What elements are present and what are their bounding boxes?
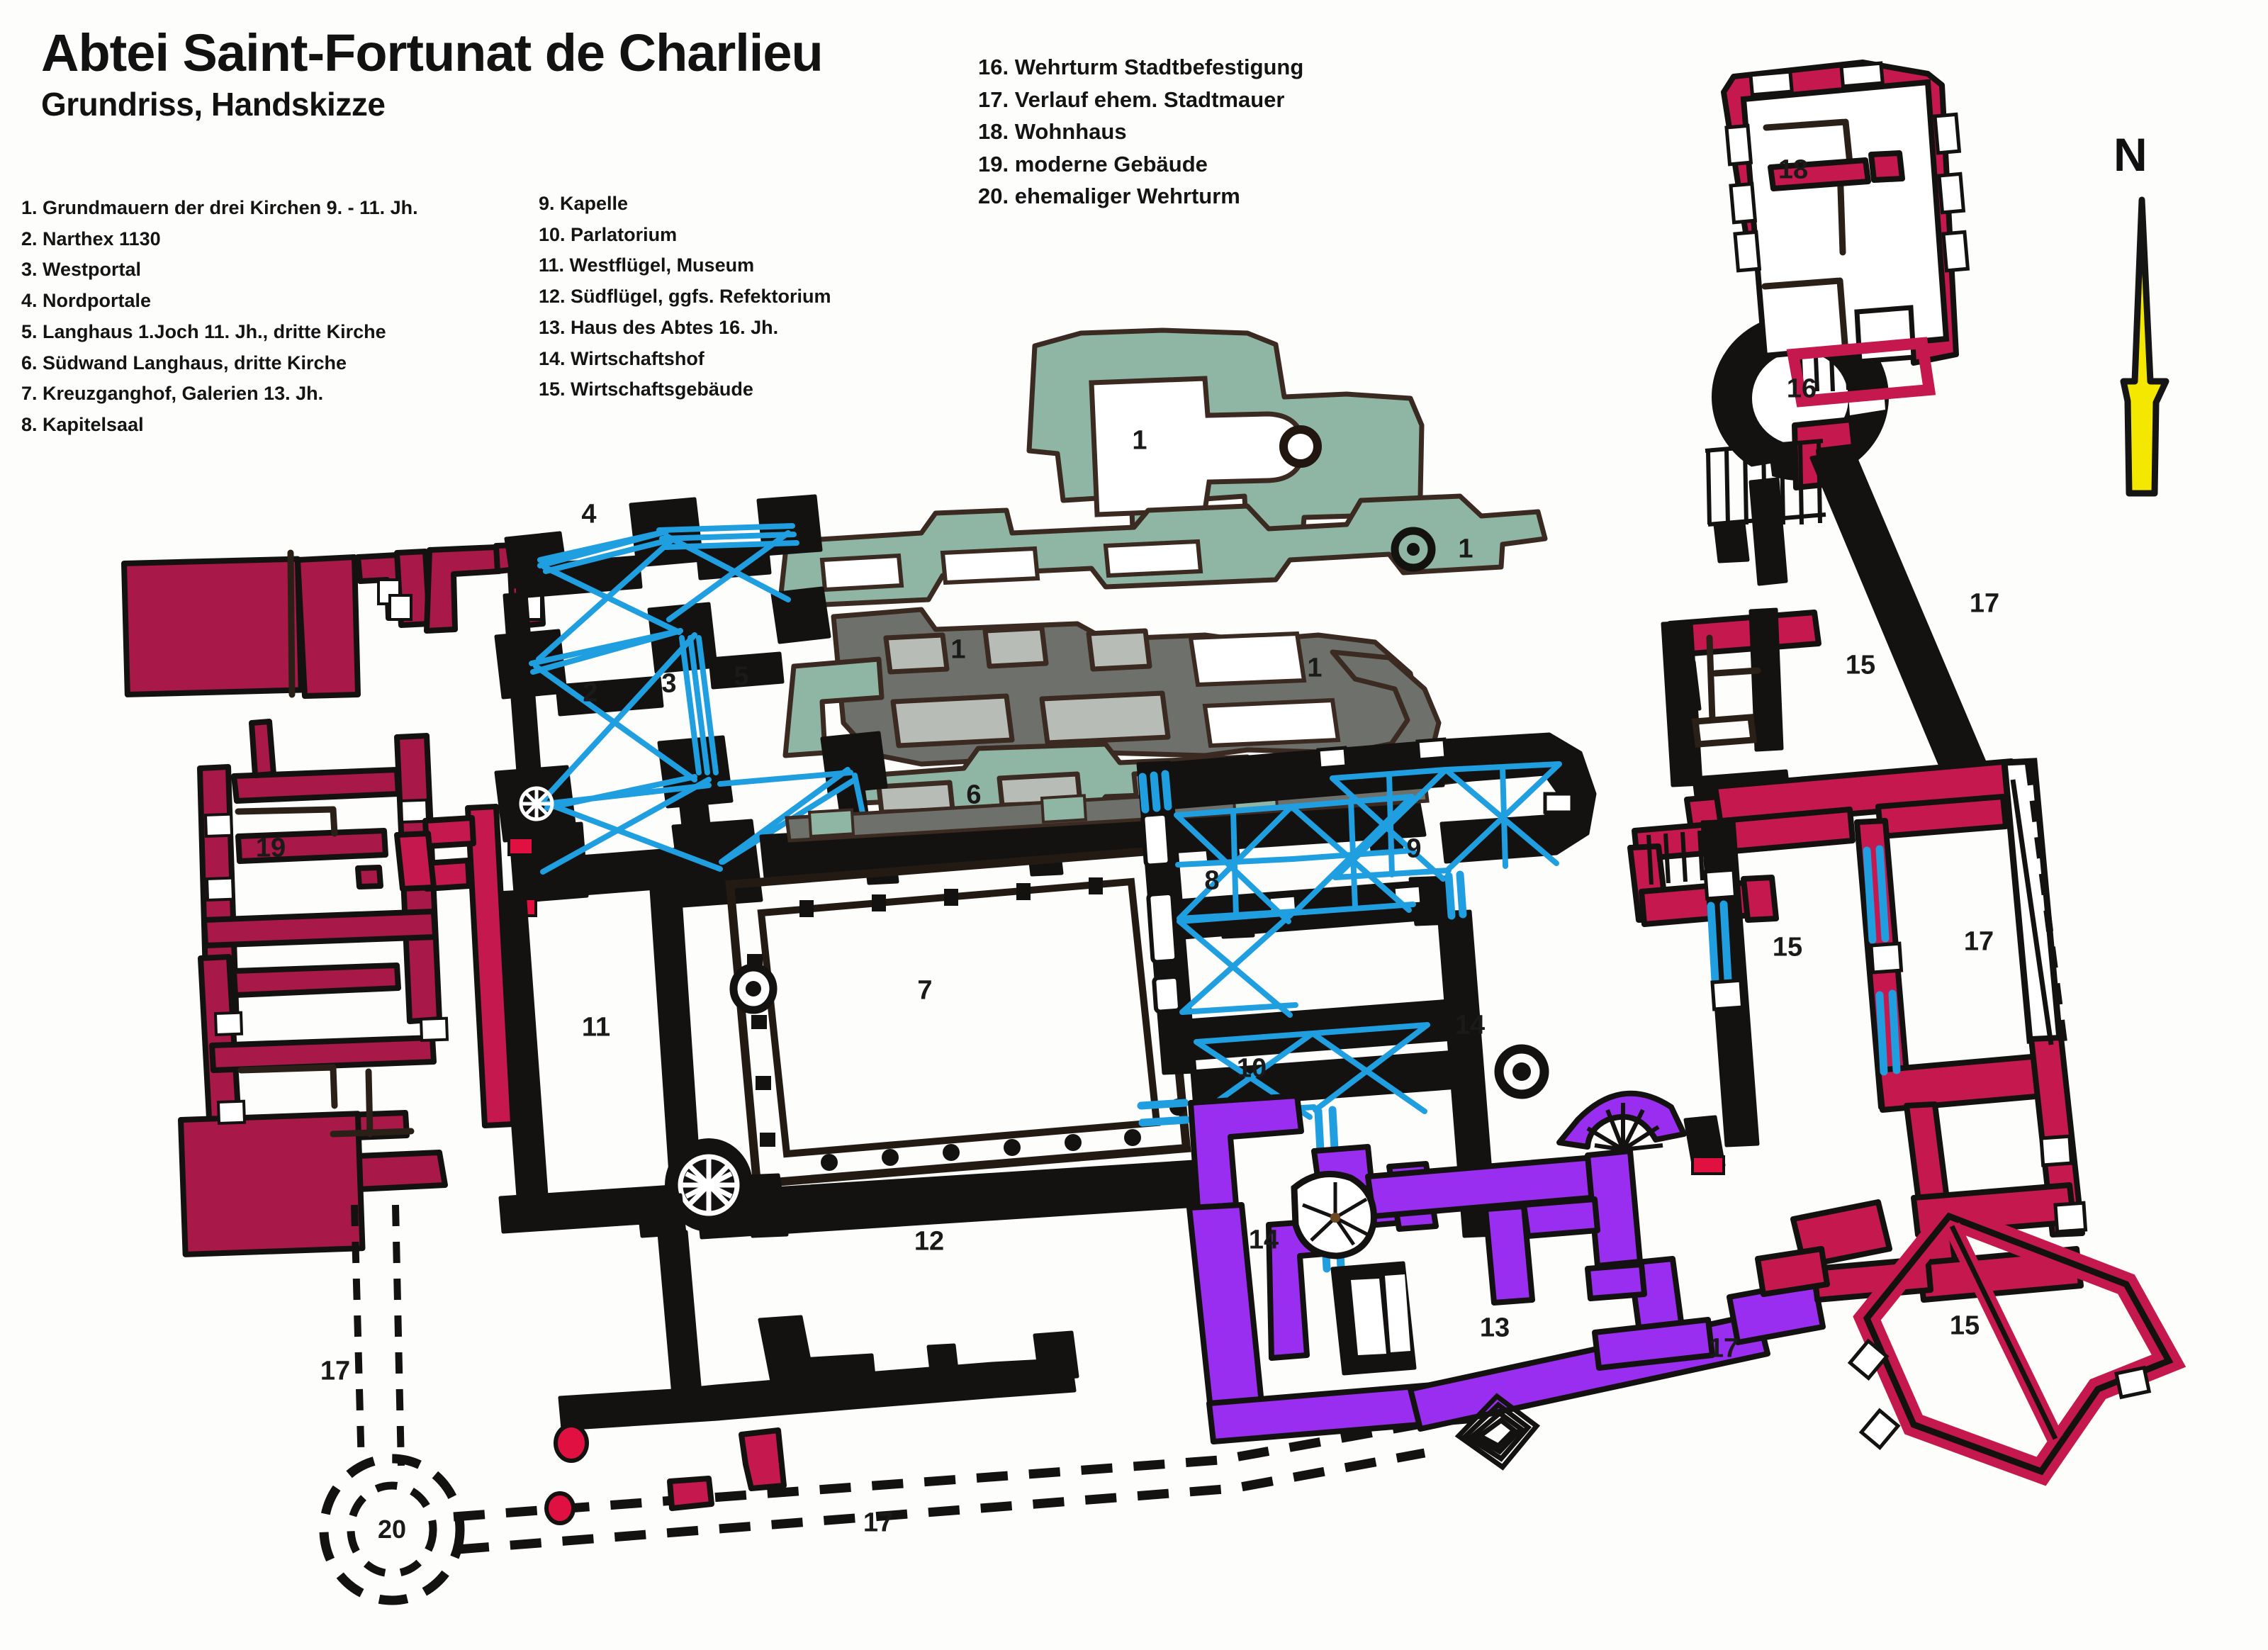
legend-item: 9. Kapelle <box>539 193 629 214</box>
plan-marker-8: 8 <box>1204 865 1220 896</box>
plan-marker-11: 11 <box>581 1012 611 1043</box>
tower-20-former-watchtower <box>319 1454 465 1605</box>
church-foundations-1 <box>777 327 1548 824</box>
plan-marker-10: 10 <box>1236 1053 1267 1084</box>
plan-marker-13: 13 <box>1479 1313 1510 1343</box>
legend-item: 8. Kapitelsaal <box>21 414 144 436</box>
page-title: Abtei Saint-Fortunat de Charlieu <box>41 23 824 82</box>
well-symbol-icon <box>729 963 777 1014</box>
plan-marker-17: 17 <box>863 1508 894 1538</box>
plan-marker-14: 14 <box>1454 1010 1486 1040</box>
cloister-court-7 <box>725 846 1191 1189</box>
legend-item: 6. Südwand Langhaus, dritte Kirche <box>21 352 347 374</box>
plan-marker-19: 19 <box>255 833 286 863</box>
legend-item: 5. Langhaus 1.Joch 11. Jh., dritte Kirch… <box>21 320 386 342</box>
plan-marker-20: 20 <box>377 1515 407 1544</box>
column-symbol-icon <box>1391 527 1436 572</box>
plan-marker-15: 15 <box>1845 650 1876 680</box>
plan-marker-4: 4 <box>581 499 597 529</box>
arched-gate-icon <box>1556 1090 1687 1152</box>
legend-column-3: 16. Wehrturm Stadtbefestigung 17. Verlau… <box>978 51 1439 213</box>
legend-column-2: 9. Kapelle 10. Parlatorium 11. Westflüge… <box>539 189 907 405</box>
building-18-dwelling <box>1721 60 1970 408</box>
legend-item: 12. Südflügel, ggfs. Refektorium <box>539 286 831 308</box>
page-subtitle: Grundriss, Handskizze <box>41 86 386 123</box>
plan-marker-6: 6 <box>966 780 982 810</box>
legend-item: 4. Nordportale <box>21 290 152 312</box>
rose-window-icon <box>519 786 554 821</box>
compass-rose: N <box>2084 128 2204 510</box>
legend-item: 13. Haus des Abtes 16. Jh. <box>539 316 779 338</box>
plan-marker-16: 16 <box>1786 374 1817 404</box>
legend-item: 16. Wehrturm Stadtbefestigung <box>978 55 1304 79</box>
tower-16-city-fortification <box>1705 313 2001 809</box>
plan-marker-12: 12 <box>914 1226 945 1257</box>
north-arrow-icon <box>2120 196 2169 497</box>
plan-marker-1: 1 <box>1458 534 1473 564</box>
economy-court-14 <box>1494 1044 1549 1099</box>
legend-item: 3. Westportal <box>21 259 142 281</box>
plan-marker-17: 17 <box>320 1356 351 1386</box>
plan-marker-15: 15 <box>1772 932 1803 962</box>
east-range-8-9-10 <box>1136 732 1597 1273</box>
legend-item: 11. Westflügel, Museum <box>539 254 755 276</box>
plan-marker-14: 14 <box>1248 1225 1279 1255</box>
plan-marker-17: 17 <box>1969 588 2000 619</box>
plan-marker-1: 1 <box>1307 653 1323 683</box>
plan-marker-17: 17 <box>1963 926 1994 957</box>
city-wall-17-dashed <box>351 1204 1426 1554</box>
legend-item: 18. Wohnhaus <box>978 119 1127 145</box>
legend-item: 2. Narthex 1130 <box>21 228 161 249</box>
north-label: N <box>2113 128 2148 181</box>
legend-column-1: 1. Grundmauern der drei Kirchen 9. - 11.… <box>21 193 532 441</box>
legend-item: 17. Verlauf ehem. Stadtmauer <box>978 86 1285 112</box>
plan-marker-3: 3 <box>661 668 677 699</box>
legend-item: 1. Grundmauern der drei Kirchen 9. - 11.… <box>21 197 418 218</box>
plan-marker-15: 15 <box>1949 1311 1980 1341</box>
legend-item: 19. moderne Gebäude <box>978 151 1208 176</box>
plan-marker-18: 18 <box>1778 155 1809 185</box>
plan-marker-1: 1 <box>950 634 966 665</box>
legend-item: 7. Kreuzganghof, Galerien 13. Jh. <box>21 383 324 405</box>
city-wall-17-right-dashed <box>2010 763 2067 1045</box>
legend-item: 10. Parlatorium <box>539 223 678 245</box>
plan-marker-7: 7 <box>917 975 933 1006</box>
plan-marker-2: 2 <box>583 678 598 708</box>
legend-item: 20. ehemaliger Wehrturm <box>978 184 1240 209</box>
plan-marker-1: 1 <box>1132 425 1147 456</box>
building-19-modern-buildings <box>121 541 546 1257</box>
plan-marker-5: 5 <box>734 661 749 692</box>
spiral-staircase-icon <box>1291 1171 1377 1259</box>
plan-marker-17: 17 <box>1708 1333 1739 1364</box>
column-symbol-icon <box>1494 1044 1549 1099</box>
plan-marker-9: 9 <box>1406 834 1422 864</box>
title-block: Abtei Saint-Fortunat de Charlieu Grundri… <box>41 23 824 123</box>
legend-item: 15. Wirtschaftsgebäude <box>539 378 753 400</box>
spiral-staircase-icon <box>665 1138 753 1232</box>
abbot-house-13-violet <box>1186 1090 1826 1471</box>
legend-item: 14. Wirtschaftshof <box>539 347 704 369</box>
